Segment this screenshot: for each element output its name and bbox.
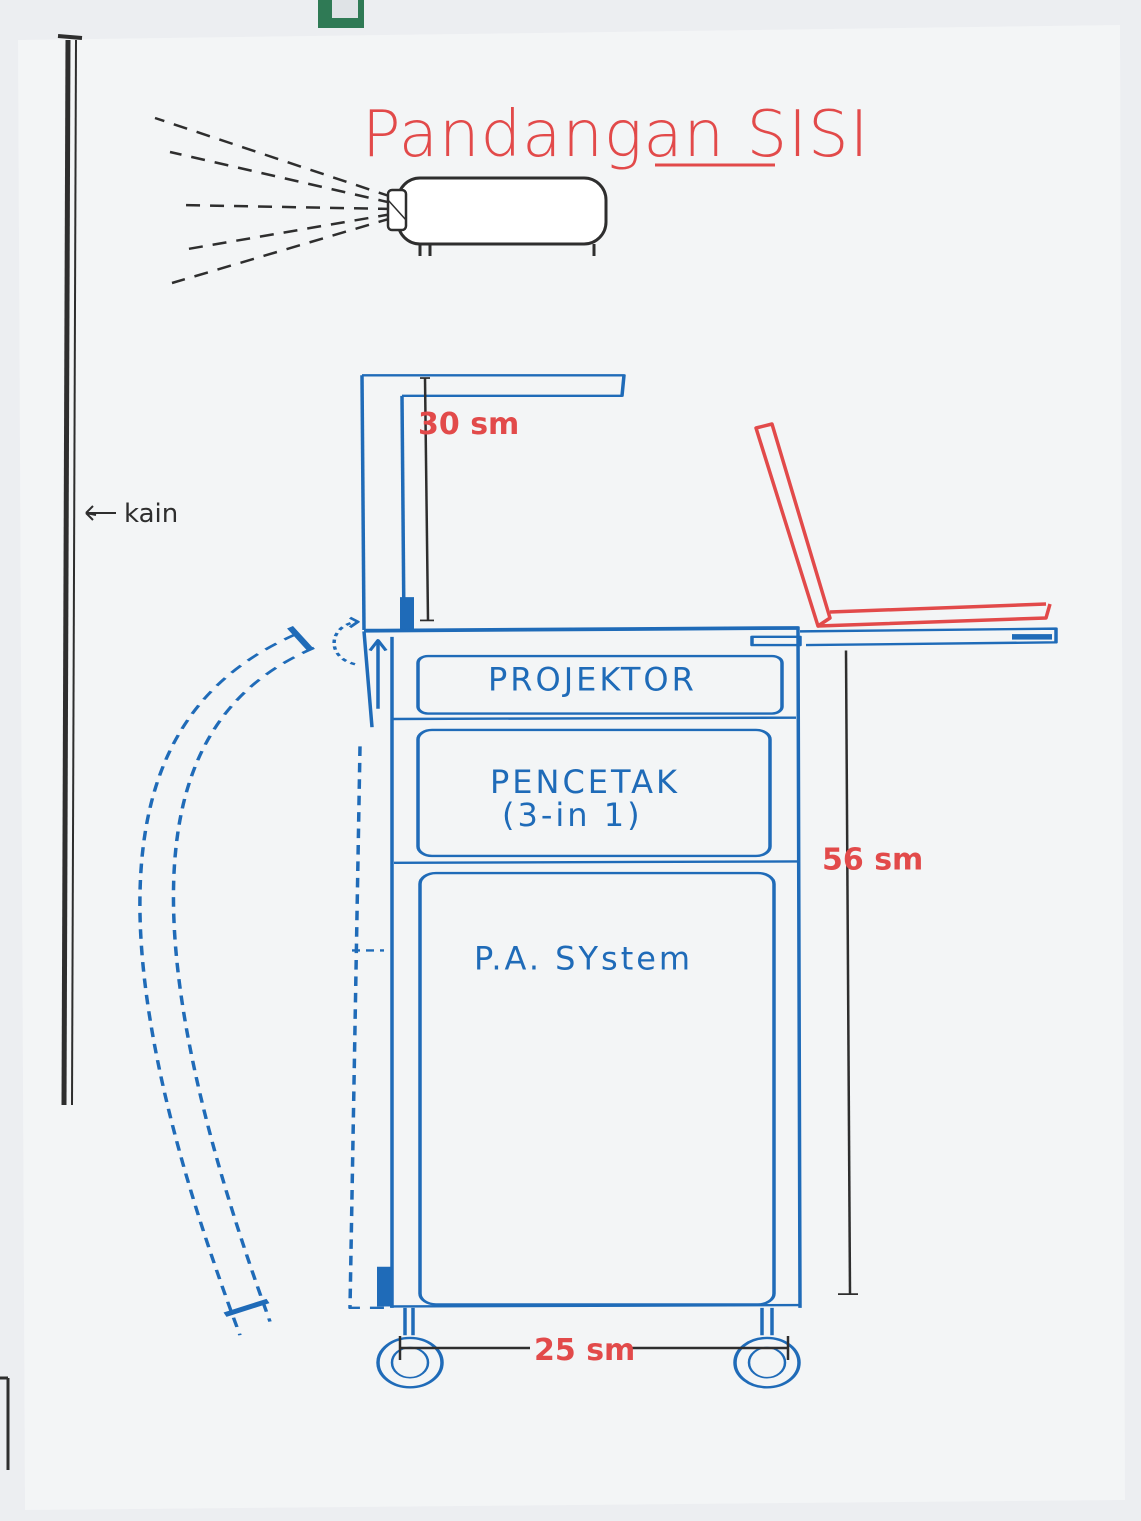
- dimension-lines: [420, 377, 858, 1295]
- compartment-pencetak-subtitle: (3-in 1): [502, 796, 643, 834]
- compartment-projektor: PROJEKTOR: [488, 660, 697, 698]
- mast-height-label: 30 sm: [418, 407, 519, 442]
- page-title: Pandangan SISI: [362, 98, 869, 172]
- laptop-icon: [754, 422, 1052, 628]
- fabric-pole: [57, 34, 83, 1106]
- wheel-left-icon: [376, 1307, 444, 1389]
- svg-text:Pandangan SISI: Pandangan SISI: [362, 98, 869, 172]
- kain-label: kain: [85, 499, 178, 529]
- projector-beam: [154, 116, 393, 285]
- compartment-pa-system: P.A. SYstem: [474, 940, 693, 978]
- projector-icon: [386, 176, 608, 256]
- door-swing-arc: [138, 625, 315, 1336]
- title-main: Pandangan: [362, 98, 746, 172]
- title-underlined: SISI: [746, 98, 869, 172]
- compartment-pencetak: PENCETAK: [490, 763, 680, 801]
- cart-frame: [332, 374, 1058, 1389]
- kain-text: kain: [124, 499, 178, 529]
- cart-height-label: 56 sm: [822, 843, 923, 878]
- wheel-right-icon: [733, 1307, 801, 1389]
